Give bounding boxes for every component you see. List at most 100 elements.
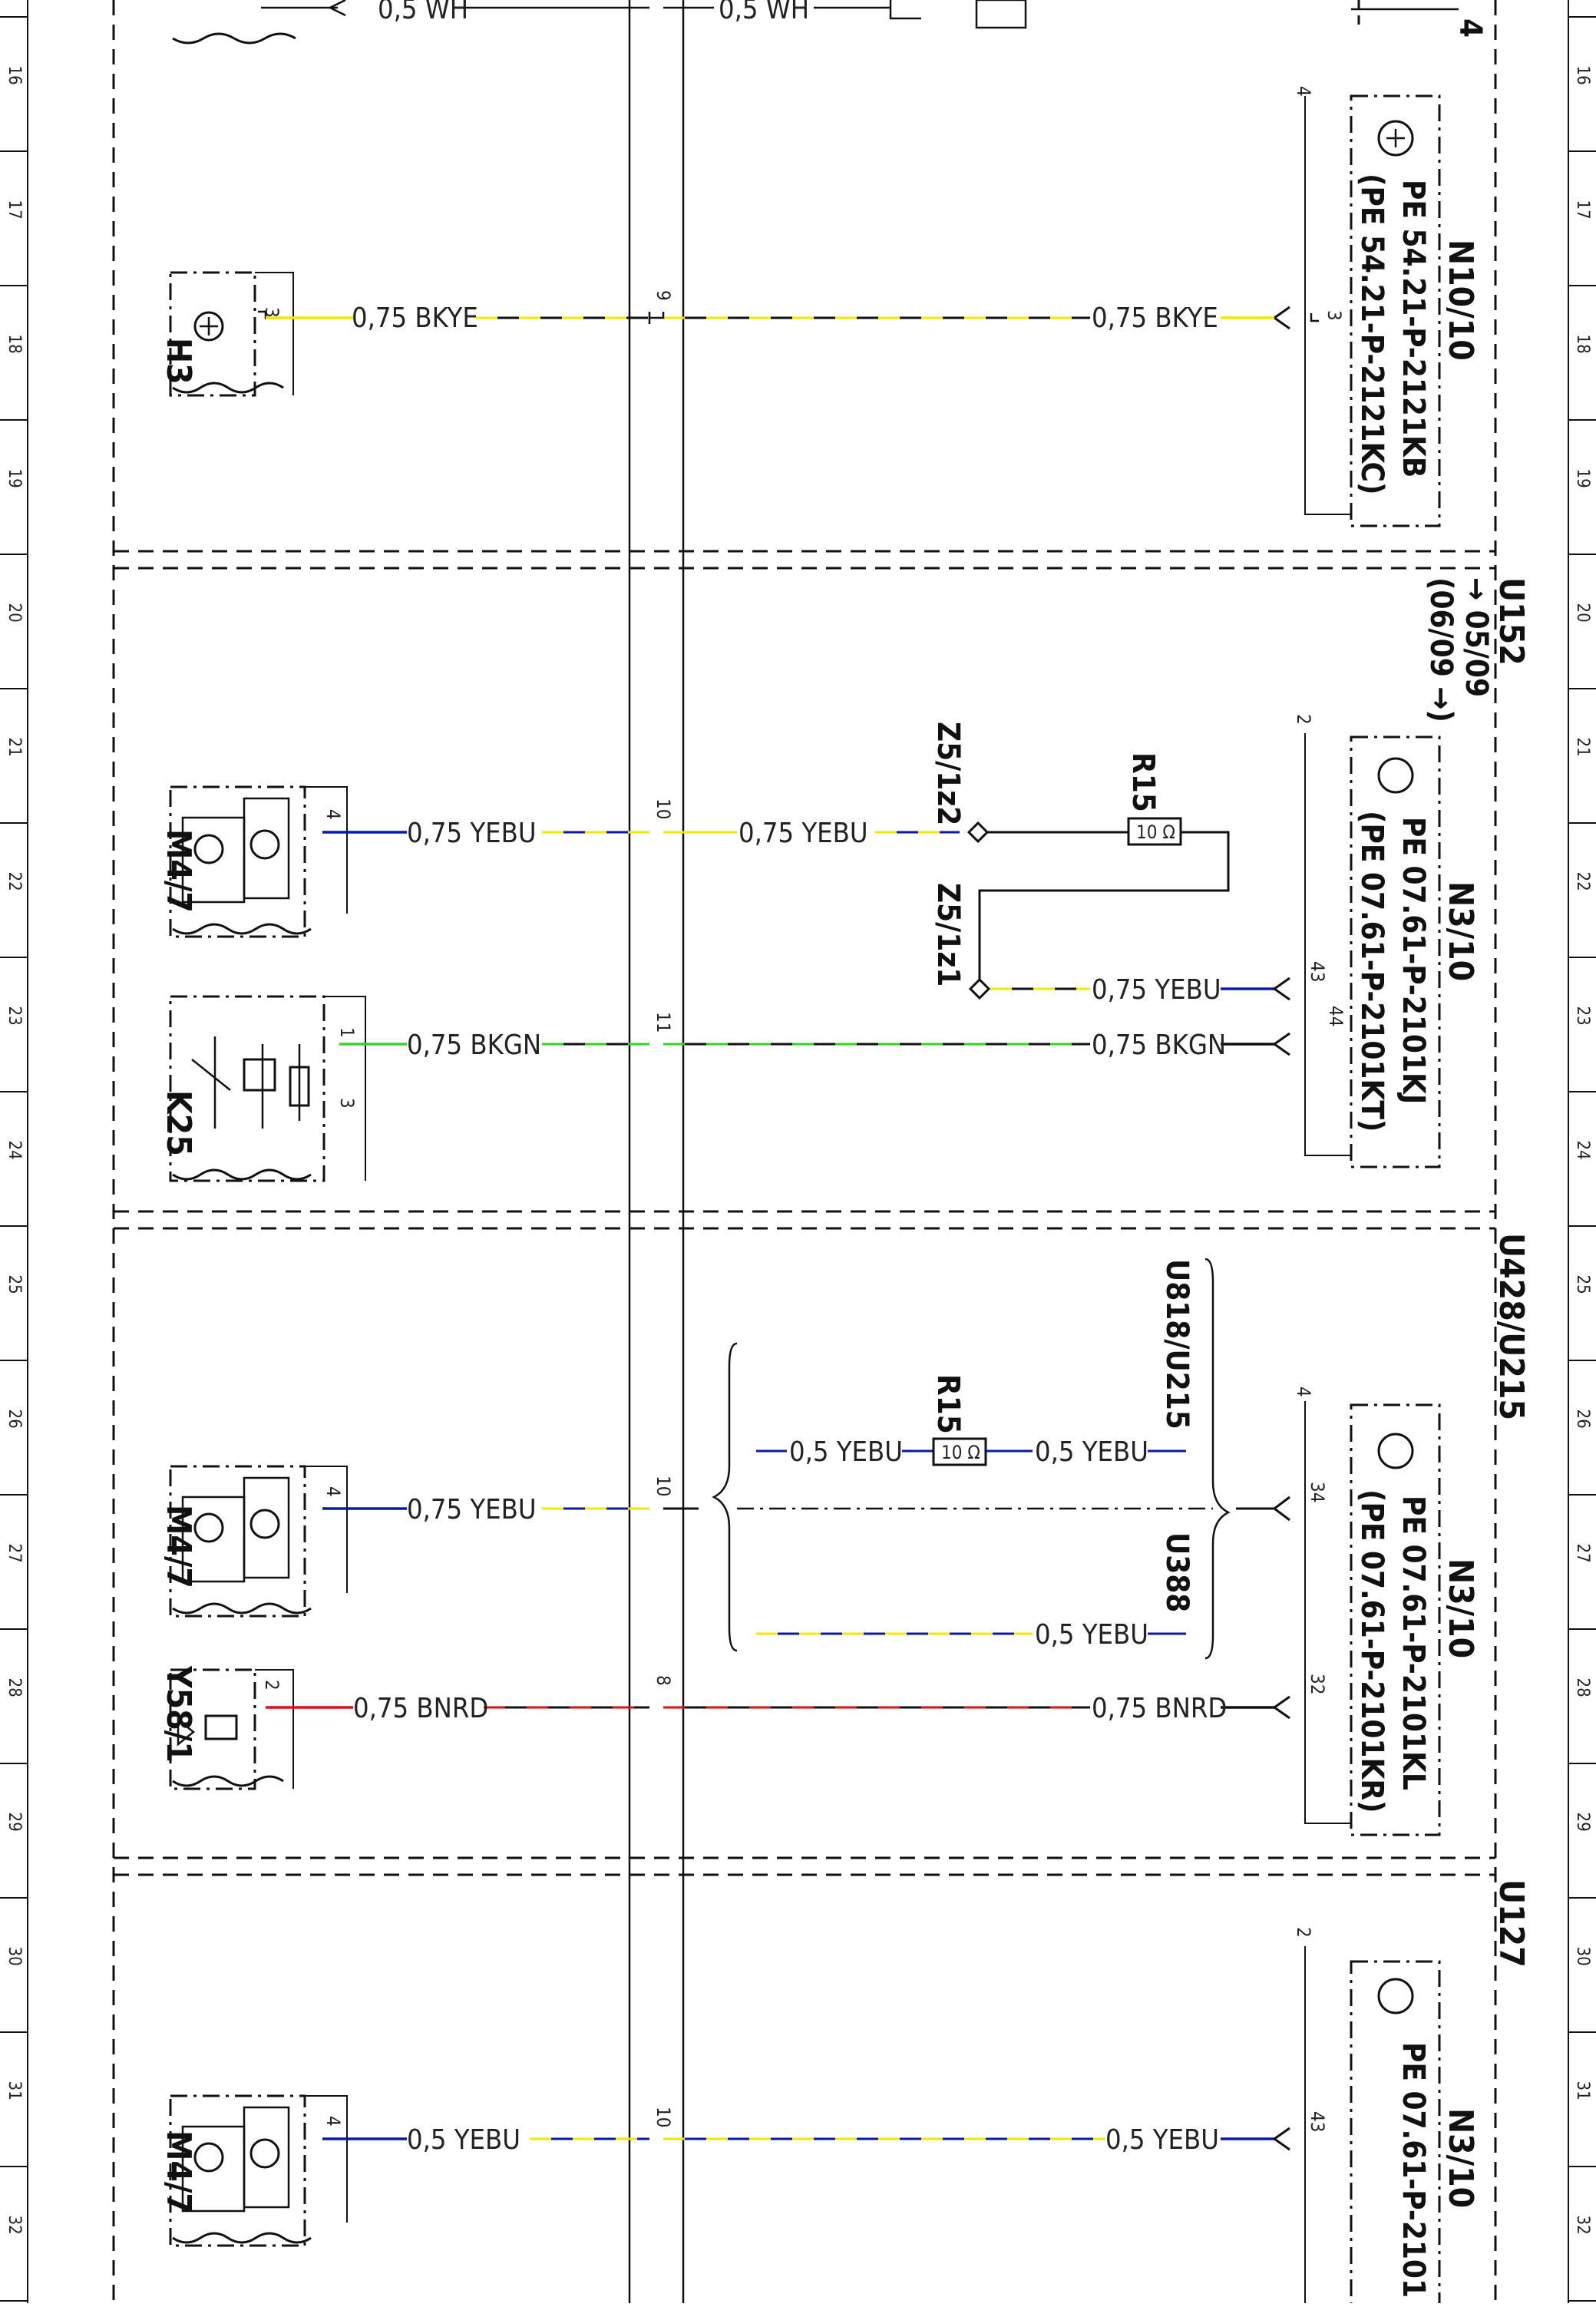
wire-yebu-43: 0,75 YEBU (990, 974, 1274, 1006)
section-4: U127 M4/7 4 0,5 YEBU 0,5 YEBU 10 (159, 1879, 1531, 2307)
wire-bnrd: 0,75 BNRD 0,75 BNRD 8 (266, 1675, 1274, 1724)
grid-index-label: 24 (5, 1141, 24, 1160)
m4-7-pin-lower: 4 (322, 2116, 344, 2127)
n10-10-component: 4 N10/10 PE 54.21-P-2121KB (PE 54.21-P-2… (1272, 86, 1480, 527)
variant-u152: U152 (1492, 577, 1531, 666)
grid-index-label: 17 (5, 200, 24, 220)
grid-index-label: 22 (1573, 872, 1592, 891)
wire-label-u388: 0,5 YEBU (1035, 1619, 1148, 1651)
section-2: U152 → 05/09 (06/09 →) M4/7 4 K25 1 3 (159, 577, 1531, 1182)
grid-index-label: 25 (1573, 1275, 1592, 1294)
motor-icon (193, 2142, 224, 2173)
n3-10-s4-ref-a: PE 07.61-P-2101 (1396, 2042, 1431, 2298)
m4-7-label-upper: M4/7 (159, 829, 198, 913)
n3-10-component-s4: 2 N3/10 PE 07.61-P-2101 43 (1272, 1927, 1480, 2307)
grid-index-label: 32 (1573, 2216, 1592, 2235)
connector-10-lower: 10 (653, 2107, 674, 2127)
wire-label-bkye-right: 0,75 BKYE (1092, 302, 1218, 334)
motor-icon (193, 1512, 224, 1543)
motor-icon (193, 834, 224, 864)
wire-label-r15-left: 0,5 YEBU (789, 1436, 903, 1468)
wire-label-yebu-u-left: 0,75 YEBU (407, 818, 537, 849)
n3-10-s2-ref-b: (PE 07.61-P-2101KT) (1354, 811, 1389, 1132)
grid-index-label: 32 (5, 2216, 24, 2235)
grid-index-label: 31 (1573, 2081, 1592, 2100)
k25-label: K25 (159, 1090, 198, 1156)
grid-index-label: 21 (1573, 738, 1592, 757)
m4-7-component-middle: M4/7 4 (159, 1465, 348, 1618)
wire-label-yebu-mid: 0,75 YEBU (407, 1494, 537, 1525)
r15-label-upper: R15 (1125, 752, 1161, 812)
n3-10-pin-43: 43 (1307, 961, 1328, 982)
grid-index-label: 31 (5, 2081, 24, 2100)
variant-u818: U818/U215 (1159, 1259, 1195, 1429)
grid-index-ticks: 1617181920212223242526272829303132161718… (0, 16, 1596, 2302)
grid-index-label: 16 (5, 66, 24, 85)
r15-label-lower: R15 (930, 1374, 966, 1434)
k25-component: K25 1 3 (159, 995, 366, 1182)
grid-index-label: 20 (5, 603, 24, 623)
variant-u428: U428/U215 (1492, 1233, 1531, 1420)
z5-1z2-label: Z5/1z2 (930, 722, 966, 825)
m4-7-pin-upper: 4 (322, 809, 344, 820)
n10-10-ref-a: PE 54.21-P-2121KB (1396, 180, 1431, 478)
wire-label-bkgn-right: 0,75 BKGN (1092, 1030, 1226, 1061)
brace-right (1204, 1258, 1231, 1660)
n3-10-s3-connector: 4 (1293, 1387, 1314, 1397)
grid-index-label: 18 (5, 335, 24, 354)
grid-index-label: 16 (1573, 66, 1592, 85)
wire-label-bkye-left: 0,75 BKYE (352, 302, 478, 334)
grid-index-label: 18 (1573, 335, 1592, 354)
transducer-icon (193, 311, 224, 342)
bus-lines (628, 0, 685, 2303)
grid-frame (27, 0, 1569, 2303)
n10-10-label: N10/10 (1441, 240, 1480, 361)
control-unit-icon (1377, 120, 1414, 157)
grid-index-label: 29 (1573, 1813, 1592, 1832)
valve-icon (177, 1717, 196, 1747)
n3-10-s4-connector: 2 (1293, 1927, 1314, 1938)
n3-10-s3-ref-b: (PE 07.61-P-2101KR) (1354, 1489, 1389, 1813)
wire-label-top-mid: 0,5 WH (719, 0, 809, 25)
k25-pin-1: 1 (336, 1027, 358, 1038)
n3-10-label-s3: N3/10 (1441, 1558, 1480, 1658)
wire-label-yebu-lower-left: 0,5 YEBU (407, 2124, 520, 2156)
r15-value-lower: 10 Ω (941, 1442, 980, 1463)
m4-7-label-lower: M4/7 (159, 2130, 198, 2214)
sensor-icon (249, 829, 280, 860)
wire-bkgn: 0,75 BKGN 0,75 BKGN 11 (339, 1012, 1274, 1061)
n3-10-pin-32: 32 (1307, 1674, 1328, 1694)
wire-label-bnrd-left: 0,75 BNRD (353, 1693, 488, 1724)
grid-index-label: 30 (1573, 1947, 1592, 1966)
wire-label-bkgn-left: 0,75 BKGN (407, 1030, 541, 1061)
variant-u388: U388 (1159, 1532, 1195, 1612)
wire-yebu-lower: 0,5 YEBU 0,5 YEBU 10 (322, 2107, 1274, 2156)
r15-upper: 10 Ω R15 Z5/1z1 (930, 752, 1230, 1000)
n10-10-ref-b: (PE 54.21-P-2121KC) (1354, 174, 1389, 494)
wire-yebu-middle: 0,75 YEBU 10 (322, 1476, 699, 1525)
wire-label-bnrd-right: 0,75 BNRD (1092, 1693, 1227, 1724)
n3-10-pin-44: 44 (1325, 1006, 1347, 1026)
relay-coil-icon (243, 1058, 276, 1092)
control-unit-icon (1377, 757, 1414, 794)
grid-index-label: 17 (1573, 200, 1592, 220)
grid-index-label: 23 (5, 1006, 24, 1026)
r15-lower: 10 Ω 0,5 YEBU 0,5 YEBU R15 (756, 1374, 1186, 1468)
top-fragment: 0,5 WH 0,5 WH 4 (172, 0, 1488, 45)
grid-index-label: 26 (5, 1410, 24, 1429)
wire-label-top-left: 0,5 WH (378, 0, 468, 25)
r15-value-upper: 10 Ω (1136, 821, 1175, 843)
grid-index-label: 21 (5, 738, 24, 757)
grid-index-label: 19 (1573, 469, 1592, 488)
wire-yebu-upper: 0,75 YEBU 0,75 YEBU 10 Z5/1z2 (322, 722, 1128, 849)
section-1: H3 3 4 N10/10 PE 54.21-P-2121KB (PE 54.2… (159, 86, 1480, 527)
grid-index-label: 22 (5, 872, 24, 891)
connector-8: 8 (653, 1675, 674, 1686)
grid-index-label: 30 (5, 1947, 24, 1966)
grid-index-label: 20 (1573, 603, 1592, 623)
y58-1-component: Y58/1 2 (159, 1665, 294, 1790)
n3-10-s2-ref-a: PE 07.61-P-2101KJ (1396, 817, 1431, 1104)
grid-index-label: 23 (1573, 1006, 1592, 1026)
h3-label: H3 (159, 338, 198, 385)
